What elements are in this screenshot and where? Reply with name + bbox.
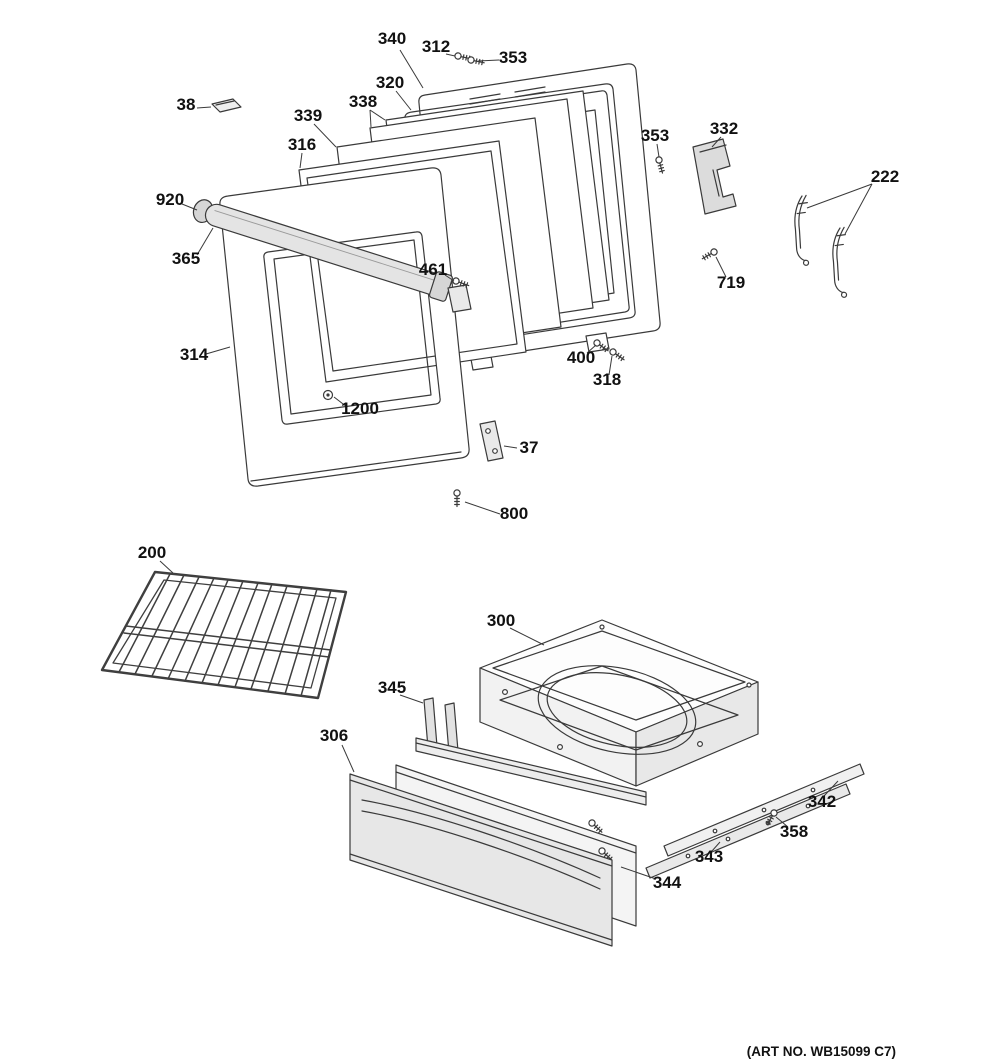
label-365: 365 xyxy=(172,249,200,268)
screw-719 xyxy=(700,247,719,263)
label-300: 300 xyxy=(487,611,515,630)
drawer-support-bracket-345 xyxy=(415,697,647,806)
label-345: 345 xyxy=(378,678,406,697)
label-37: 37 xyxy=(520,438,539,457)
label-719: 719 xyxy=(717,273,745,292)
drawer-front-306 xyxy=(349,773,613,947)
label-200: 200 xyxy=(138,543,166,562)
label-800: 800 xyxy=(500,504,528,523)
drawer-body-300 xyxy=(479,619,759,787)
label-340: 340 xyxy=(378,29,406,48)
label-1200: 1200 xyxy=(341,399,379,418)
door-spring-222-left xyxy=(789,193,817,267)
bottom-bracket-37 xyxy=(479,420,504,462)
handle-mount-foot xyxy=(447,284,472,313)
label-312: 312 xyxy=(422,37,450,56)
label-400: 400 xyxy=(567,348,595,367)
art-number: (ART NO. WB15099 C7) xyxy=(747,1044,896,1059)
leader-lines xyxy=(159,49,873,880)
screw-800 xyxy=(453,489,461,508)
label-314: 314 xyxy=(180,345,209,364)
label-38: 38 xyxy=(177,95,196,114)
label-353-top: 353 xyxy=(499,48,527,67)
label-342: 342 xyxy=(808,792,836,811)
label-318: 318 xyxy=(593,370,621,389)
label-306: 306 xyxy=(320,726,348,745)
label-316: 316 xyxy=(288,135,316,154)
door-hinge-hole-1200 xyxy=(322,389,334,401)
label-338: 338 xyxy=(349,92,377,111)
label-343: 343 xyxy=(695,847,723,866)
drawer-rail-342 xyxy=(663,763,865,857)
label-222: 222 xyxy=(871,167,899,186)
door-handle-365 xyxy=(192,199,453,302)
end-bracket-332 xyxy=(692,138,737,215)
door-spring-222-right xyxy=(827,225,855,299)
label-358: 358 xyxy=(780,822,808,841)
label-920: 920 xyxy=(156,190,184,209)
oven-rack-200 xyxy=(100,570,348,700)
screw-353-side xyxy=(654,155,667,175)
label-353-side: 353 xyxy=(641,126,669,145)
label-344: 344 xyxy=(653,873,682,892)
label-461: 461 xyxy=(419,260,447,279)
label-332: 332 xyxy=(710,119,738,138)
label-320: 320 xyxy=(376,73,404,92)
label-339: 339 xyxy=(294,106,322,125)
clip-plate-38 xyxy=(211,98,242,113)
part-labels: 340 312 353 38 320 338 339 316 353 332 2… xyxy=(138,29,899,892)
